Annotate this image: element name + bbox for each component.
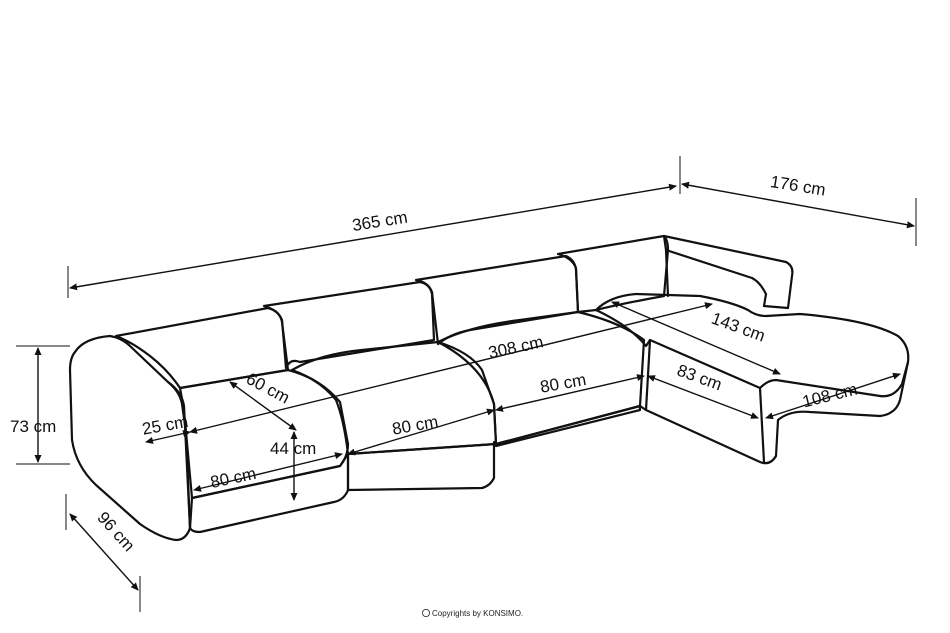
back-cushion-2 <box>262 280 436 370</box>
label-module-right: 80 cm <box>539 370 588 397</box>
dimension-lines <box>16 156 917 612</box>
sofa-outline <box>68 234 910 542</box>
dimension-labels: 365 cm 176 cm 308 cm 143 cm 60 cm 25 cm … <box>10 172 859 555</box>
front-face-left <box>188 452 350 534</box>
dimension-module-center <box>347 408 495 456</box>
left-armrest <box>68 334 192 542</box>
dimension-total-length <box>69 183 677 291</box>
label-inner-length: 308 cm <box>487 332 545 362</box>
copyright-icon <box>421 609 430 618</box>
front-face-center <box>346 440 498 492</box>
dimension-chaise-seat <box>647 375 759 419</box>
label-total-length: 365 cm <box>351 208 409 235</box>
copyright-footer: Copyrights by KONSIMO. <box>421 609 523 618</box>
label-module-left: 80 cm <box>209 464 258 492</box>
chaise-armrest <box>662 234 794 310</box>
label-height: 73 cm <box>10 417 56 436</box>
chaise-seat <box>594 292 910 398</box>
label-module-center: 80 cm <box>391 412 440 439</box>
back-cushion-4 <box>556 234 670 314</box>
label-seat-depth: 60 cm <box>243 369 293 408</box>
dimension-chaise-length <box>611 301 781 375</box>
label-chaise-width: 176 cm <box>769 172 827 199</box>
back-cushion-3 <box>414 254 580 346</box>
dimension-chaise-width <box>681 181 915 229</box>
copyright-text: Copyrights by KONSIMO. <box>432 609 523 618</box>
dimension-inner-length <box>189 302 713 434</box>
chaise-front <box>644 338 910 465</box>
label-seat-height: 44 cm <box>270 439 316 458</box>
label-armrest-width: 25 cm <box>141 412 190 439</box>
dimension-module-right <box>495 374 645 412</box>
dimension-seat-depth <box>229 381 297 431</box>
dimension-armrest-width <box>145 430 191 444</box>
dimension-module-left <box>193 452 343 492</box>
dimension-depth <box>69 513 139 591</box>
dimension-chaise-front <box>765 372 901 420</box>
front-face-right <box>494 404 642 448</box>
